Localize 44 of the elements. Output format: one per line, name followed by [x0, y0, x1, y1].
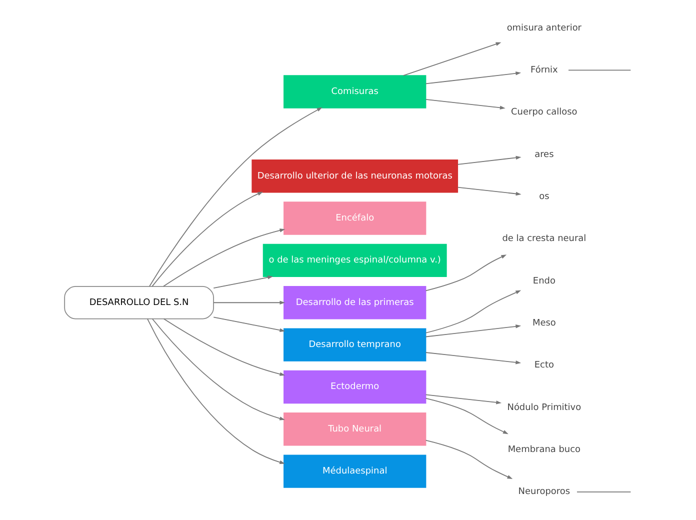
arrow	[152, 318, 286, 420]
arrow	[425, 440, 513, 480]
node-text: Endo	[532, 276, 556, 286]
arrow	[213, 300, 286, 304]
arrow	[425, 72, 522, 84]
node-text: Meso	[532, 318, 556, 328]
arrow	[163, 318, 286, 376]
arrow	[457, 156, 522, 165]
node-text: Membrana buco	[508, 445, 581, 456]
node-box: Médulaespinal	[284, 454, 426, 488]
connector	[568, 70, 632, 71]
node-text: Nódulo Primitivo	[507, 402, 582, 413]
arrow	[425, 99, 506, 110]
node-text: ares	[534, 150, 554, 160]
node-box: Comisuras	[284, 75, 426, 108]
arrow	[213, 276, 274, 289]
arrow	[425, 398, 508, 434]
arrow	[147, 318, 286, 464]
arrow	[162, 228, 286, 287]
node-text: de la cresta neural	[502, 234, 586, 244]
node-box: o de las meninges espinal/columna v.)	[262, 244, 447, 278]
node-text: Ecto	[534, 360, 554, 371]
arrow	[402, 42, 502, 76]
arrow	[213, 316, 286, 332]
node-text: Neuroporos	[518, 487, 570, 498]
arrow	[425, 352, 522, 364]
node-box: Ectodermo	[284, 370, 426, 404]
arrow	[457, 186, 522, 196]
arrow	[152, 192, 264, 287]
node-box: Desarrollo ulterior de las neuronas motoras	[252, 160, 458, 193]
node-box: Encéfalo	[284, 202, 426, 235]
arrow	[425, 290, 522, 334]
arrow	[425, 254, 507, 292]
node-text: os	[539, 192, 550, 202]
node-box: Tubo Neural	[284, 412, 426, 446]
node-box: Desarrollo de las primeras	[284, 286, 426, 320]
node-text: Fórnix	[530, 65, 558, 76]
node-box: DESARROLLO DEL S.N	[64, 286, 214, 320]
arrow	[425, 324, 522, 338]
node-text: omisura anterior	[506, 23, 582, 34]
arrow	[425, 394, 502, 404]
node-text: Cuerpo calloso	[511, 108, 578, 118]
node-box: Desarrollo temprano	[284, 328, 426, 362]
arrow	[148, 107, 322, 287]
